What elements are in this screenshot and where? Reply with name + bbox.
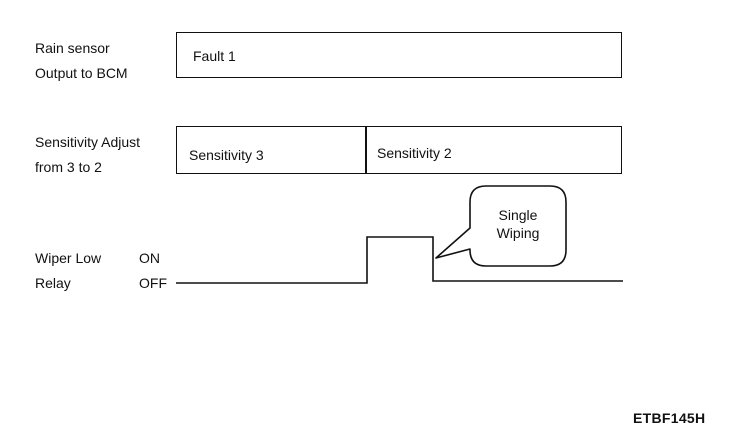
callout-line1: Single: [498, 207, 538, 223]
wiper-relay-label-line2: Relay: [35, 275, 71, 291]
single-wiping-callout-text: Single Wiping: [470, 207, 566, 242]
rain-sensor-label-line2: Output to BCM: [35, 65, 128, 81]
figure-id: ETBF145H: [633, 410, 706, 426]
sensitivity-divider: [365, 127, 367, 173]
callout-line2: Wiping: [496, 224, 540, 241]
wiper-relay-on-label: ON: [139, 250, 160, 266]
single-wiping-callout-bubble: [435, 185, 567, 267]
rain-sensor-output-box: Fault 1: [176, 32, 622, 78]
sensitivity-label-line2: from 3 to 2: [35, 159, 102, 175]
sensitivity-3-text: Sensitivity 3: [189, 147, 264, 163]
sensitivity-label-line1: Sensitivity Adjust: [35, 134, 141, 150]
sensitivity-box: Sensitivity 3 Sensitivity 2: [176, 126, 622, 174]
rain-sensor-fault-text: Fault 1: [193, 48, 236, 64]
sensitivity-2-text: Sensitivity 2: [377, 145, 452, 161]
wiper-relay-signal-line: [176, 236, 623, 284]
wiper-relay-label-line1: Wiper Low: [35, 250, 102, 266]
wiper-relay-off-label: OFF: [139, 275, 167, 291]
rain-sensor-label-line1: Rain sensor: [35, 40, 110, 56]
